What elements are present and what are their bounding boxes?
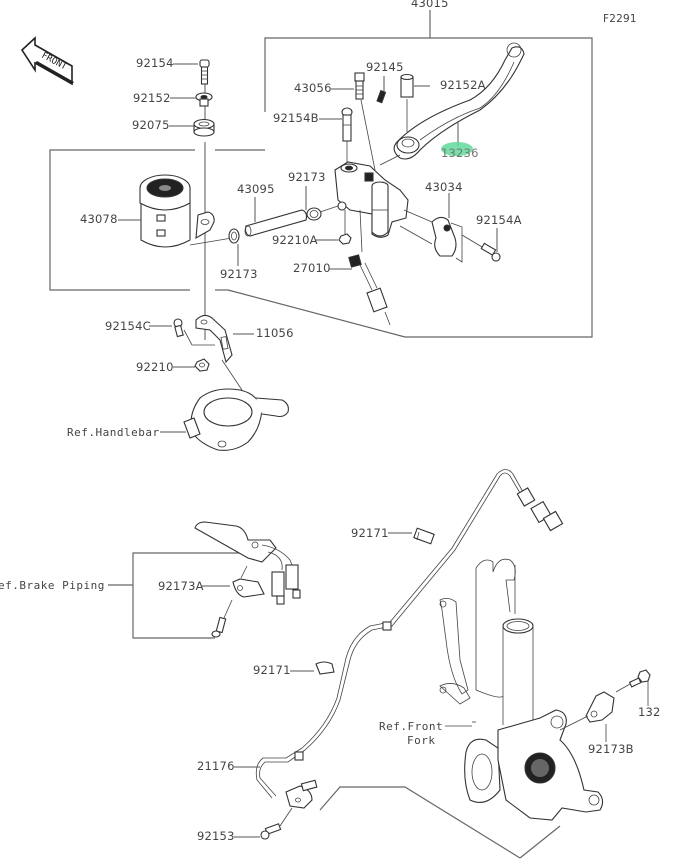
bracket-92173A: [223, 565, 265, 619]
figure-code: F2291: [603, 13, 637, 25]
brake-piping-bracket: [132, 552, 248, 639]
part-label-92173A[interactable]: 92173A: [158, 579, 204, 593]
hose-43095: [244, 209, 308, 237]
bolt-92154C: [173, 318, 184, 338]
bolt-132: [615, 669, 651, 706]
master-cylinder: [334, 161, 409, 238]
part-label-92210A[interactable]: 92210A: [272, 233, 318, 247]
part-label-21176[interactable]: 21176: [197, 759, 235, 773]
part-label-92154B[interactable]: 92154B: [273, 111, 319, 125]
ref-front-fork-line2[interactable]: Fork: [407, 734, 436, 747]
reservoir-box: [49, 149, 195, 291]
spring-92145: [376, 89, 387, 104]
ref-brake-piping[interactable]: ef.Brake Piping: [0, 579, 105, 592]
part-label-43095[interactable]: 43095: [237, 182, 275, 196]
front-fork: [439, 558, 604, 821]
part-label-92171-top[interactable]: 92171: [351, 526, 389, 540]
part-label-92210[interactable]: 92210: [136, 360, 174, 374]
part-label-92171-low[interactable]: 92171: [253, 663, 291, 677]
brake-pipe-joint: [194, 521, 301, 605]
clip-92171-low: [315, 661, 335, 675]
part-label-43078[interactable]: 43078: [80, 212, 118, 226]
reservoir-43078: [139, 174, 233, 248]
switch-27010: [348, 209, 391, 326]
bracket-11056: [183, 314, 243, 391]
clamp-92173-lower: [228, 228, 240, 244]
lever-13236: [379, 42, 525, 166]
assembly-box-43015: [227, 37, 593, 338]
part-label-92153[interactable]: 92153: [197, 829, 235, 843]
part-label-13236[interactable]: 13236: [441, 146, 479, 160]
part-label-92173B[interactable]: 92173B: [588, 742, 634, 756]
screw-92154: [199, 59, 210, 85]
part-label-92154A[interactable]: 92154A: [476, 213, 522, 227]
bolt-92153: [260, 823, 282, 840]
part-label-92173-lower[interactable]: 92173: [220, 267, 258, 281]
bolt-92154A: [480, 242, 501, 262]
nut-92210: [194, 358, 210, 372]
ref-handlebar[interactable]: Ref.Handlebar: [67, 426, 160, 439]
part-label-92145[interactable]: 92145: [366, 60, 404, 74]
nut-92210A: [338, 210, 352, 245]
part-label-11056[interactable]: 11056: [256, 326, 294, 340]
holder-43034: [399, 209, 483, 263]
fork-bounding-line: [319, 786, 521, 859]
collar-92152: [195, 92, 213, 107]
bolt-brake-piping: [211, 616, 227, 638]
collar-92152A: [400, 73, 414, 132]
part-label-92154C[interactable]: 92154C: [105, 319, 151, 333]
part-label-92152[interactable]: 92152: [133, 91, 171, 105]
part-label-43056[interactable]: 43056: [294, 81, 332, 95]
pivot-bolt-92154B: [341, 107, 353, 162]
bolt-43056: [354, 72, 376, 171]
part-label-27010[interactable]: 27010: [293, 261, 331, 275]
front-arrow-icon: [20, 36, 74, 86]
clamp-92173B: [559, 691, 615, 742]
clamp-92173-upper: [306, 205, 339, 221]
clip-92171-top: [413, 527, 435, 545]
part-label-43034[interactable]: 43034: [425, 180, 463, 194]
part-label-92152A[interactable]: 92152A: [440, 78, 486, 92]
leader-lines: [118, 63, 498, 838]
part-label-92154[interactable]: 92154: [136, 56, 174, 70]
selected-part-highlight: [441, 142, 473, 156]
grommet-92075: [193, 118, 215, 137]
abs-sensor-21176: [255, 469, 564, 827]
part-label-132[interactable]: 132: [638, 705, 661, 719]
handlebar-clamp: [183, 388, 289, 451]
part-label-92173-upper[interactable]: 92173: [288, 170, 326, 184]
ref-front-fork-line1[interactable]: Ref.Front: [379, 720, 444, 733]
part-label-92075[interactable]: 92075: [132, 118, 170, 132]
part-label-43015[interactable]: 43015: [411, 0, 449, 10]
